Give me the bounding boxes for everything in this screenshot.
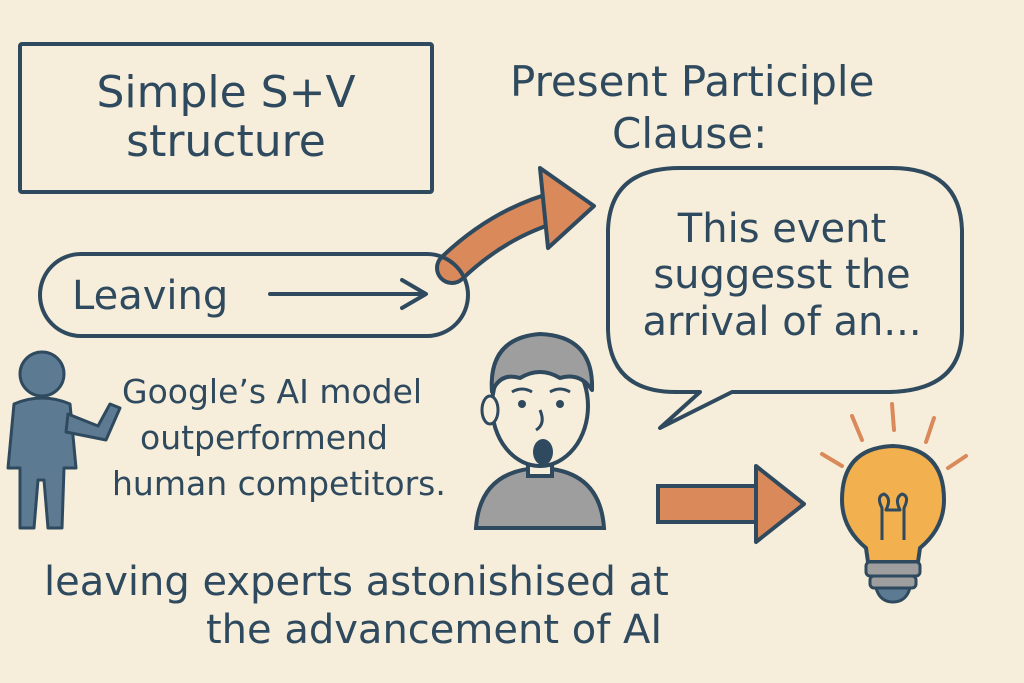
lightbulb-icon <box>820 402 968 604</box>
clause-line-1: leaving experts astonishised at <box>44 559 669 605</box>
bubble-line-2: suggesst the <box>653 252 911 299</box>
sentence-line-1: Google’s AI model <box>122 372 423 411</box>
leaving-label: Leaving <box>72 273 229 319</box>
participle-heading-line-2: Clause: <box>612 109 768 158</box>
participle-heading-line-1: Present Participle <box>510 57 875 106</box>
structure-box: Simple S+V structure <box>18 42 434 194</box>
curved-arrow-icon <box>435 166 596 285</box>
box-title-line-1: Simple S+V <box>96 67 356 118</box>
sentence-line-2: outperformend <box>140 418 388 457</box>
speech-bubble <box>606 166 964 430</box>
bubble-line-1: This event <box>677 206 887 252</box>
person-icon <box>6 350 122 530</box>
surprised-man-icon <box>473 332 607 530</box>
leaving-pill: Leaving <box>38 252 470 338</box>
box-title-line-2: structure <box>126 116 326 168</box>
speech-bubble-text: This event suggesst the arrival of an... <box>612 206 952 345</box>
sentence-line-3: human competitors. <box>112 464 446 503</box>
orange-right-arrow-icon <box>656 464 806 544</box>
bubble-line-3: arrival of an... <box>642 298 922 345</box>
clause-line-2: the advancement of AI <box>206 607 663 653</box>
